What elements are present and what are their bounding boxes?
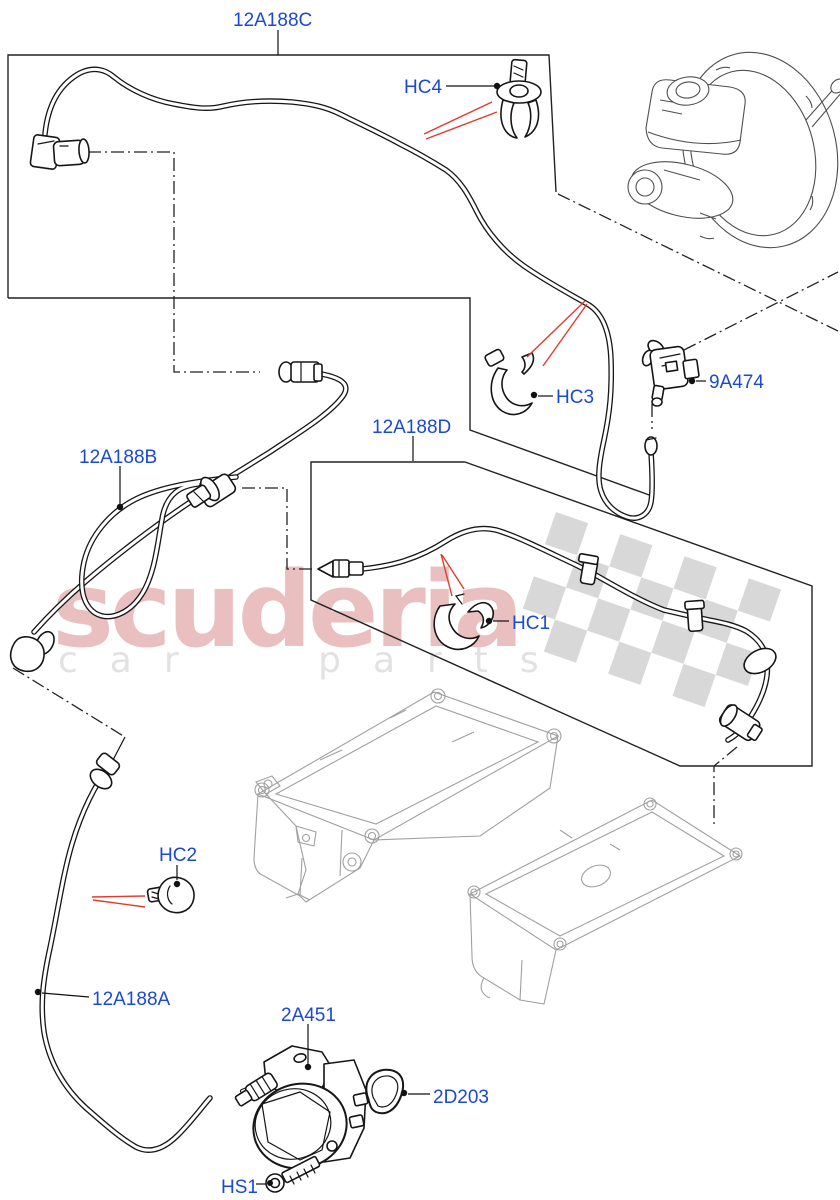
label-9a474[interactable]: 9A474	[709, 372, 764, 393]
red-pointer-arrows	[91, 101, 588, 908]
gasket-2d203	[365, 1068, 408, 1115]
part-labels: 12A188C HC4 9A474 HC3 12A188D 12A188B HC…	[79, 10, 764, 1198]
label-12a188a[interactable]: 12A188A	[92, 989, 171, 1010]
label-hc3[interactable]: HC3	[556, 387, 594, 408]
watermark-checker-flag	[522, 512, 782, 708]
label-2a451[interactable]: 2A451	[281, 1005, 336, 1026]
label-hc4[interactable]: HC4	[404, 77, 442, 98]
brake-booster-illustration	[627, 51, 840, 249]
bolt-hs1	[265, 1155, 321, 1193]
label-leaders	[34, 30, 706, 1185]
hose-b-end-connector	[9, 630, 55, 673]
hose-12a188c	[42, 66, 655, 521]
label-hc2[interactable]: HC2	[159, 845, 197, 866]
label-12a188c[interactable]: 12A188C	[233, 10, 312, 31]
hose-d-boundary-box	[310, 461, 813, 767]
hose-a-top-connector	[89, 752, 121, 790]
clip-hc2	[146, 876, 195, 914]
watermark-tagline-text: car parts	[58, 640, 571, 681]
hose-c-boundary-box	[7, 54, 653, 497]
hose-d-right-connector	[718, 704, 763, 742]
hose-b-collar-assembly	[186, 473, 237, 508]
valve-9a474	[641, 339, 700, 407]
label-2d203[interactable]: 2D203	[433, 1087, 489, 1108]
hose-d-grommet	[743, 647, 777, 675]
reservoir-cap	[666, 76, 710, 106]
label-12a188b[interactable]: 12A188B	[79, 447, 157, 468]
hose-d-left-connector	[317, 559, 364, 578]
hose-d-clip-1	[577, 553, 600, 586]
engine-bracket-illustration	[255, 775, 317, 901]
vacuum-pump-2a451	[234, 1045, 369, 1170]
hose-b-top-connector	[278, 361, 323, 383]
hose-c-end-fitting	[644, 436, 658, 456]
hose-d-clip-2	[684, 599, 705, 633]
clip-hc3	[484, 348, 538, 416]
oil-pan-illustration	[467, 797, 743, 1005]
hose-12a188d	[359, 525, 771, 743]
label-12a188d[interactable]: 12A188D	[372, 417, 451, 438]
label-hc1[interactable]: HC1	[512, 613, 550, 634]
hose-12a188a	[39, 765, 271, 1153]
assembly-mate-lines	[12, 151, 839, 824]
hose-c-elbow-connector	[29, 134, 90, 170]
engine-cover-illustration	[253, 688, 562, 903]
clip-hc4	[496, 58, 542, 139]
watermark: scuderia car parts	[52, 512, 782, 708]
clip-hc1	[433, 593, 495, 651]
label-hs1[interactable]: HS1	[221, 1177, 258, 1198]
